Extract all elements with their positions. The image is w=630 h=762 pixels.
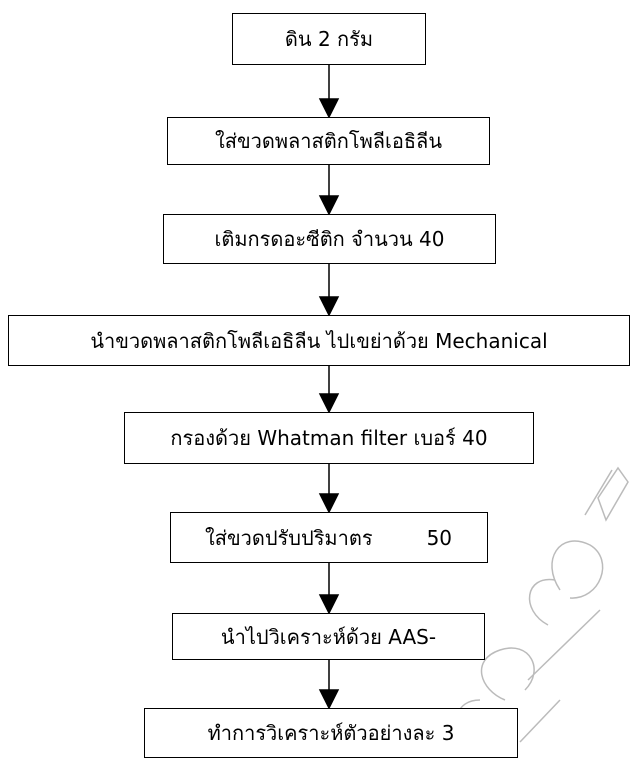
- step-label: นำขวดพลาสติกโพลีเอธิลีน ไปเขย่าด้วย Mech…: [90, 328, 548, 353]
- arrowhead-4: [318, 393, 340, 414]
- step-whatman-filter: กรองด้วย Whatman filter เบอร์ 40: [124, 412, 534, 464]
- step-label: เติมกรดอะซีติก จำนวน 40: [214, 227, 445, 251]
- step-label: ใส่ขวดพลาสติกโพลีเอธิลีน: [214, 129, 442, 153]
- step-label: ใส่ขวดปรับปริมาตร: [205, 525, 373, 550]
- arrowhead-5: [318, 493, 340, 514]
- step-add-acetic-acid: เติมกรดอะซีติก จำนวน 40: [163, 214, 496, 264]
- step-soil-2g: ดิน 2 กรัม: [232, 13, 426, 65]
- arrowhead-1: [318, 98, 340, 119]
- step-replicate-analysis: ทำการวิเคราะห์ตัวอย่างละ 3: [144, 708, 518, 758]
- step-volume-value: 50: [426, 525, 453, 550]
- step-label: ทำการวิเคราะห์ตัวอย่างละ 3: [207, 721, 455, 745]
- arrowhead-7: [318, 689, 340, 710]
- step-volumetric-flask: ใส่ขวดปรับปริมาตร 50: [170, 512, 488, 563]
- step-aas-analysis: นำไปวิเคราะห์ด้วย AAS-: [172, 613, 485, 660]
- step-label: กรองด้วย Whatman filter เบอร์ 40: [170, 426, 488, 450]
- step-mechanical-shaker: นำขวดพลาสติกโพลีเอธิลีน ไปเขย่าด้วย Mech…: [8, 315, 630, 366]
- arrowhead-6: [318, 594, 340, 615]
- step-polyethylene-bottle: ใส่ขวดพลาสติกโพลีเอธิลีน: [167, 117, 490, 165]
- step-label: นำไปวิเคราะห์ด้วย AAS-: [220, 624, 437, 649]
- arrowhead-2: [318, 195, 340, 216]
- arrowhead-3: [318, 296, 340, 317]
- step-label: ดิน 2 กรัม: [284, 27, 374, 51]
